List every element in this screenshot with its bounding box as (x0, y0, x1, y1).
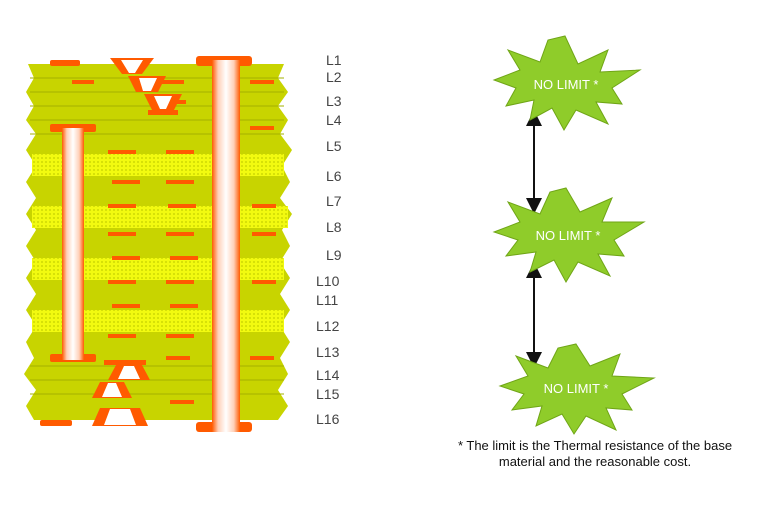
buried-via (50, 124, 96, 362)
no-limit-burst-top: NO LIMIT * (492, 35, 642, 132)
layer-label-l4: L4 (326, 112, 342, 128)
layer-label-l3: L3 (326, 93, 342, 109)
layer-label-l12: L12 (316, 318, 340, 334)
layer-label-l1: L1 (326, 52, 342, 68)
no-limit-label-bottom: NO LIMIT * (544, 381, 609, 396)
layer-label-l11: L11 (316, 292, 339, 308)
footnote-line-2: material and the reasonable cost. (498, 454, 692, 469)
microvias-bottom (92, 360, 150, 426)
footnote-line-1: * The limit is the Thermal resistance of… (457, 438, 733, 453)
pcb-stackup-diagram (24, 56, 292, 432)
layer-label-l5: L5 (326, 138, 342, 154)
microvias-top (110, 58, 182, 115)
layer-label-l9: L9 (326, 247, 342, 263)
no-limit-burst-middle: NO LIMIT * (492, 187, 646, 284)
no-limit-label-top: NO LIMIT * (534, 77, 599, 92)
no-limit-label-middle: NO LIMIT * (536, 228, 601, 243)
footnote: * The limit is the Thermal resistance of… (420, 438, 768, 470)
no-limit-burst-bottom: NO LIMIT * (498, 343, 656, 435)
layer-label-l6: L6 (326, 168, 342, 184)
layer-label-l7: L7 (326, 193, 342, 209)
through-hole-via (196, 56, 252, 432)
copper-pads (40, 60, 276, 426)
layer-label-l16: L16 (316, 411, 340, 427)
layer-label-l15: L15 (316, 386, 340, 402)
layer-label-l13: L13 (316, 344, 340, 360)
layer-label-l10: L10 (316, 273, 340, 289)
layer-label-l2: L2 (326, 69, 342, 85)
layer-label-l8: L8 (326, 219, 342, 235)
layer-label-l14: L14 (316, 367, 340, 383)
